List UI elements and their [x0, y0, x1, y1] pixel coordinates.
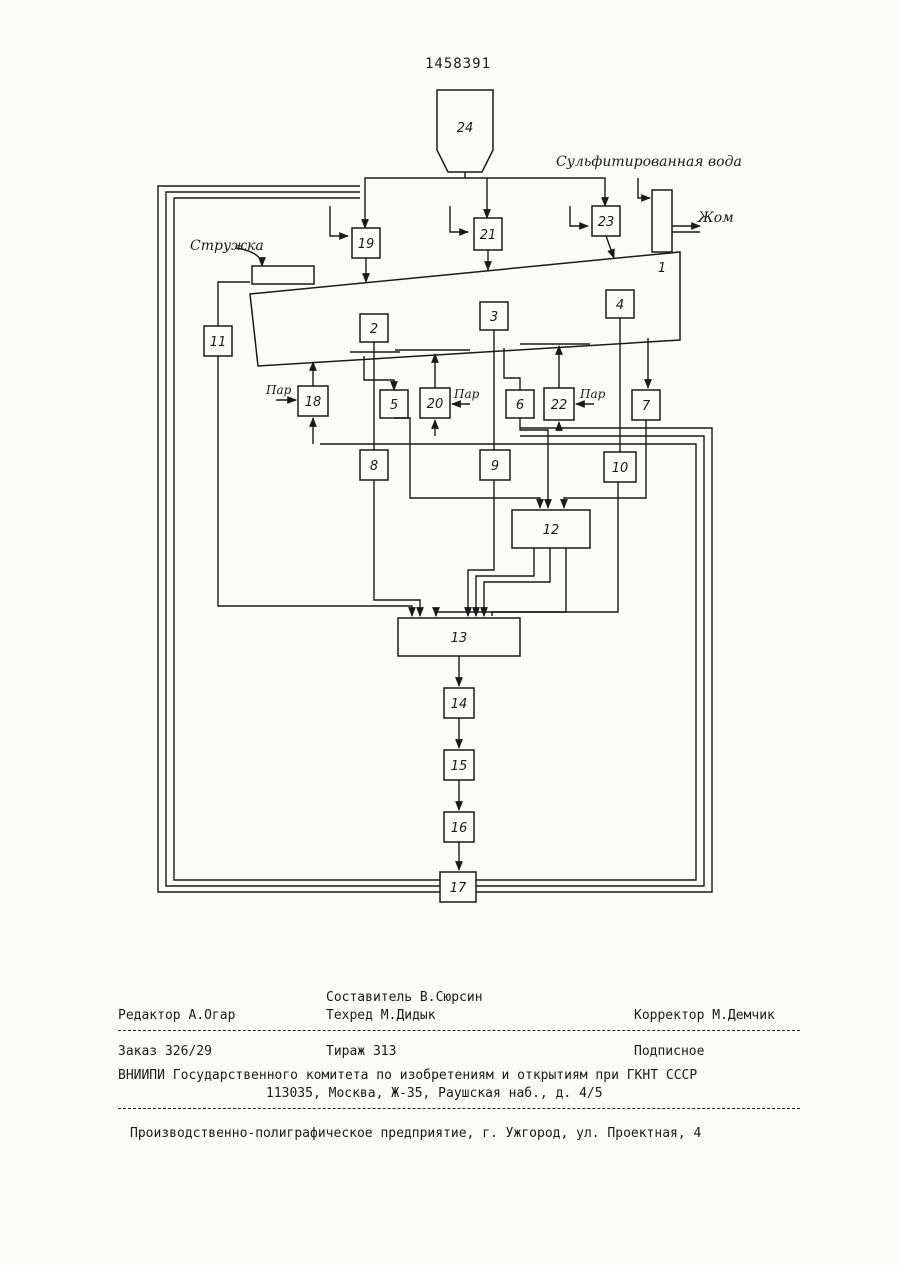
- subscription: Подписное: [634, 1044, 704, 1059]
- compiler-credit: Составитель В.Сюрсин: [326, 990, 483, 1005]
- block-2: 2: [360, 314, 388, 342]
- svg-text:18: 18: [305, 395, 322, 410]
- block-7: 7: [632, 390, 660, 420]
- svg-text:11: 11: [210, 335, 227, 350]
- svg-text:6: 6: [516, 398, 524, 413]
- svg-text:5: 5: [390, 398, 398, 413]
- sulfited-water-label: Сульфитированная вода: [556, 154, 742, 170]
- block-11: 11: [204, 326, 232, 356]
- corrector-credit: Корректор М.Демчик: [634, 1008, 775, 1023]
- block-14: 14: [444, 688, 474, 718]
- publisher-org: ВНИИПИ Государственного комитета по изоб…: [118, 1068, 697, 1083]
- block-10: 10: [604, 452, 636, 482]
- block-4: 4: [606, 290, 634, 318]
- svg-text:4: 4: [616, 298, 624, 313]
- editor-credit: Редактор А.Огар: [118, 1008, 235, 1023]
- block-1-label: 1: [658, 261, 666, 276]
- shavings-label: Стружка: [190, 238, 264, 254]
- steam-label-22: Пар: [579, 387, 606, 401]
- block-6: 6: [506, 390, 534, 418]
- printer-info: Производственно-полиграфическое предприя…: [130, 1126, 701, 1141]
- svg-text:2: 2: [370, 322, 378, 337]
- svg-text:14: 14: [451, 697, 468, 712]
- block-18: 18: [298, 386, 328, 416]
- block-24-label: 24: [457, 121, 474, 136]
- svg-text:16: 16: [451, 821, 468, 836]
- publisher-address: 113035, Москва, Ж-35, Раушская наб., д. …: [266, 1086, 603, 1101]
- svg-text:9: 9: [491, 459, 499, 474]
- block-5: 5: [380, 390, 408, 418]
- block-16: 16: [444, 812, 474, 842]
- block-13: 13: [398, 618, 520, 656]
- block-8: 8: [360, 450, 388, 480]
- svg-text:15: 15: [451, 759, 468, 774]
- svg-text:22: 22: [551, 398, 568, 413]
- steam-label-18: Пар: [265, 383, 292, 397]
- block-19: 19: [352, 228, 380, 258]
- svg-text:20: 20: [427, 397, 444, 412]
- block-3: 3: [480, 302, 508, 330]
- block-9: 9: [480, 450, 510, 480]
- svg-text:8: 8: [370, 459, 378, 474]
- svg-text:21: 21: [480, 228, 497, 243]
- hopper-24: 24: [437, 90, 493, 172]
- pulp-label: Жом: [697, 210, 734, 226]
- steam-label-20: Пар: [453, 387, 480, 401]
- svg-text:13: 13: [451, 631, 468, 646]
- svg-text:3: 3: [490, 310, 498, 325]
- process-flow-diagram: 24 1 19 21: [0, 0, 900, 960]
- hopper-distribution-lines: [330, 172, 605, 236]
- circulation: Тираж 313: [326, 1044, 396, 1059]
- block-17: 17: [440, 872, 476, 902]
- block-20: 20: [420, 388, 450, 418]
- block-12: 12: [512, 510, 590, 548]
- svg-text:17: 17: [450, 881, 467, 896]
- svg-text:7: 7: [642, 399, 651, 414]
- svg-text:23: 23: [598, 215, 615, 230]
- divider-1: [118, 1030, 800, 1031]
- block-21: 21: [474, 218, 502, 250]
- block-15: 15: [444, 750, 474, 780]
- svg-text:12: 12: [543, 523, 560, 538]
- block-22: 22: [544, 388, 574, 420]
- techeditor-credit: Техред М.Дидык: [326, 1008, 436, 1023]
- order-number: Заказ 326/29: [118, 1044, 212, 1059]
- svg-text:10: 10: [612, 461, 629, 476]
- svg-text:19: 19: [358, 237, 375, 252]
- block-23: 23: [592, 206, 620, 236]
- divider-2: [118, 1108, 800, 1109]
